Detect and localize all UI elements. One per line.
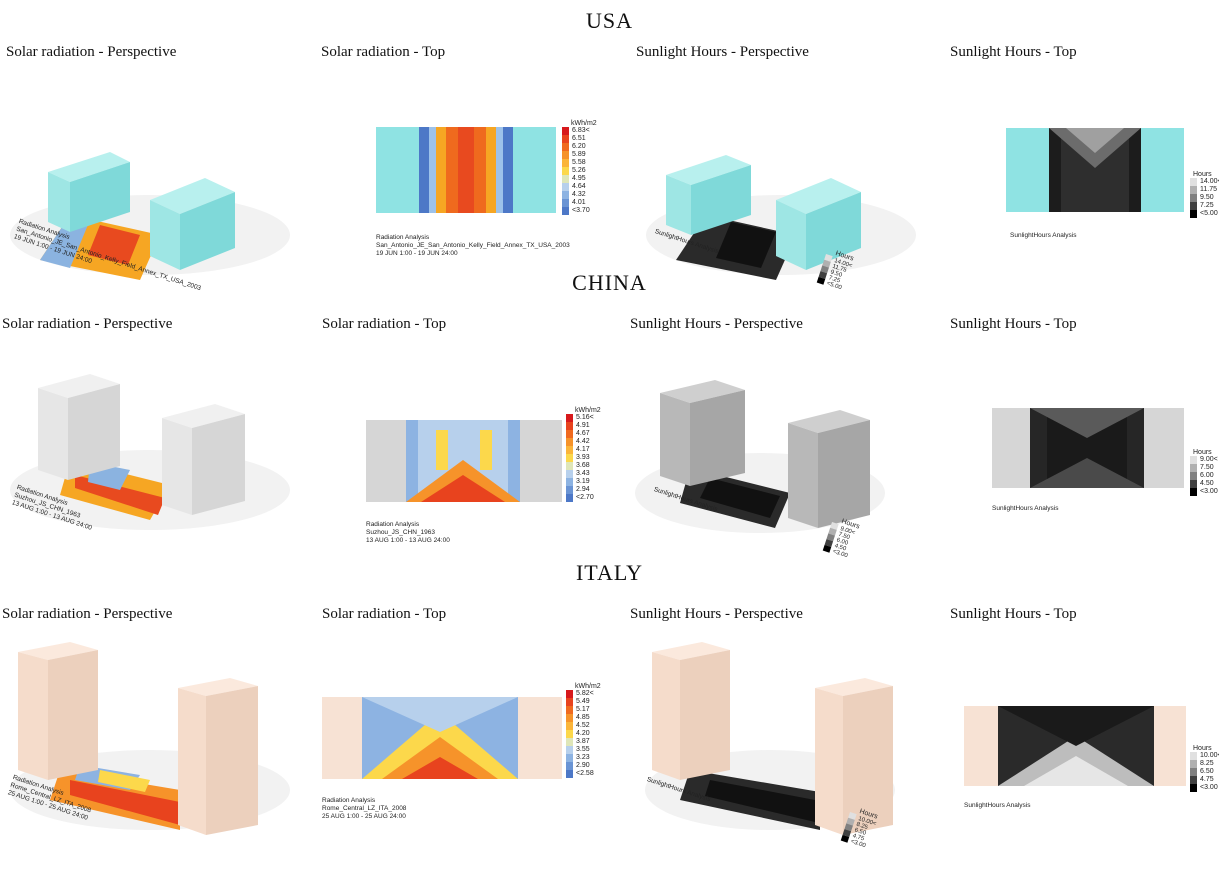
radiation-legend-top-italy: kWh/m2 5.82< 5.49 5.17 4.85 4.52 4.20 3.… (566, 683, 611, 780)
sunlight-perspective-view-italy (645, 642, 895, 835)
panel-title-sunlight-top-usa: Sunlight Hours - Top (950, 44, 1077, 60)
solar-top-view-china (366, 420, 562, 502)
panel-title-sunlight-top-italy: Sunlight Hours - Top (950, 606, 1077, 622)
panel-title-sunlight-perspective-usa: Sunlight Hours - Perspective (636, 44, 809, 60)
sunlight-caption-top-usa: SunlightHours Analysis (1010, 232, 1077, 239)
panel-title-solar-top-usa: Solar radiation - Top (321, 44, 446, 60)
sunlight-top-view-usa (1006, 128, 1184, 212)
panel-title-sunlight-perspective-italy: Sunlight Hours - Perspective (630, 606, 803, 622)
panel-title-solar-perspective-italy: Solar radiation - Perspective (2, 606, 173, 622)
panel-title-solar-perspective-china: Solar radiation - Perspective (2, 316, 173, 332)
sunlight-legend-top-italy: Hours 10.00< 8.25 6.50 4.75 <3.00 (1190, 745, 1219, 792)
panel-title-sunlight-top-china: Sunlight Hours - Top (950, 316, 1077, 332)
sunlight-caption-top-italy: SunlightHours Analysis (964, 802, 1031, 809)
sunlight-top-view-china (992, 408, 1184, 488)
radiation-legend-top-china: kWh/m2 5.16< 4.91 4.67 4.42 4.17 3.93 3.… (566, 407, 611, 504)
country-heading-usa: USA (585, 8, 633, 33)
radiation-caption-top-usa: Radiation Analysis San_Antonio_JE_San_An… (376, 234, 570, 257)
country-heading-italy: ITALY (575, 560, 643, 585)
sunlight-perspective-view-usa (646, 155, 916, 280)
sunlight-top-view-italy (964, 706, 1186, 786)
sunlight-legend-top-china: Hours 9.00< 7.50 6.00 4.50 <3.00 (1190, 449, 1219, 496)
sunlight-legend-top-usa: Hours 14.00< 11.75 9.50 7.25 <5.00 (1190, 171, 1219, 218)
solar-top-view-usa (376, 127, 556, 213)
sunlight-perspective-view-china (635, 380, 885, 533)
solar-perspective-view-italy (10, 642, 290, 835)
panel-title-sunlight-perspective-china: Sunlight Hours - Perspective (630, 316, 803, 332)
solar-perspective-view-china (10, 374, 290, 530)
radiation-caption-top-italy: Radiation Analysis Rome_Central_LZ_ITA_2… (322, 797, 407, 820)
country-heading-china: CHINA (572, 270, 647, 295)
solar-perspective-view-usa (10, 152, 290, 280)
panel-title-solar-top-italy: Solar radiation - Top (322, 606, 447, 622)
solar-top-view-italy (322, 697, 562, 779)
panel-title-solar-top-china: Solar radiation - Top (322, 316, 447, 332)
sunlight-caption-top-china: SunlightHours Analysis (992, 505, 1059, 512)
panel-title-solar-perspective-usa: Solar radiation - Perspective (6, 44, 177, 60)
radiation-legend-top-usa: kWh/m2 6.83< 6.51 6.20 5.89 5.58 5.26 4.… (562, 120, 607, 217)
radiation-caption-top-china: Radiation Analysis Suzhou_JS_CHN_1963 13… (366, 521, 450, 544)
